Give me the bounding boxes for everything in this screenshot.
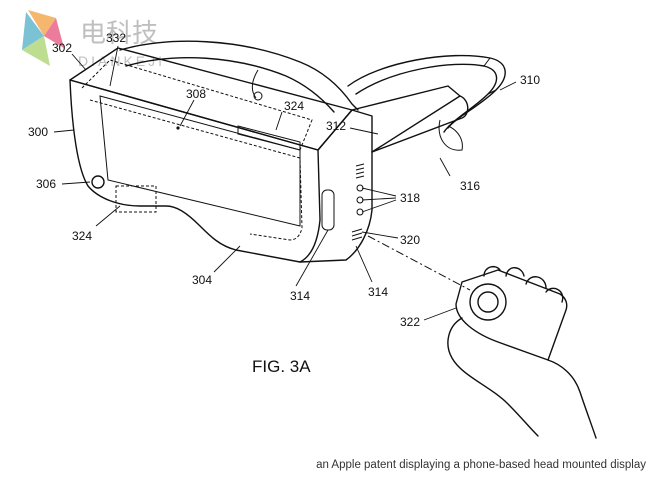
logo-petal-green [22, 36, 50, 66]
top-strap [119, 40, 359, 113]
caption: an Apple patent displaying a phone-based… [316, 459, 646, 471]
hand-holding-phone [447, 265, 597, 439]
leader-lines [53, 45, 517, 321]
watermark-logo [22, 10, 64, 66]
label-322: 322 [400, 315, 420, 329]
label-320: 320 [400, 233, 420, 247]
label-314-left: 314 [290, 289, 310, 303]
signal-line [367, 235, 471, 291]
figure-title: FIG. 3A [252, 357, 311, 376]
label-312: 312 [326, 119, 346, 133]
label-300: 300 [28, 125, 48, 139]
label-302: 302 [52, 41, 72, 55]
logo-petal-pink [44, 18, 64, 48]
label-310: 310 [520, 73, 540, 87]
watermark-brand-cn: 电科技 [80, 18, 158, 48]
label-304: 304 [192, 273, 212, 287]
label-332: 332 [106, 31, 126, 45]
label-306: 306 [36, 177, 56, 191]
label-318: 318 [400, 191, 420, 205]
logo-petal-orange [28, 10, 56, 36]
label-324-top: 324 [284, 99, 304, 113]
goggles-body [69, 47, 469, 263]
logo-petal-blue [22, 12, 44, 50]
label-308: 308 [186, 87, 206, 101]
label-324-bottom: 324 [72, 229, 92, 243]
label-316: 316 [460, 179, 480, 193]
watermark-brand-en: DIANKEJI [78, 53, 165, 69]
label-314-right: 314 [368, 285, 388, 299]
